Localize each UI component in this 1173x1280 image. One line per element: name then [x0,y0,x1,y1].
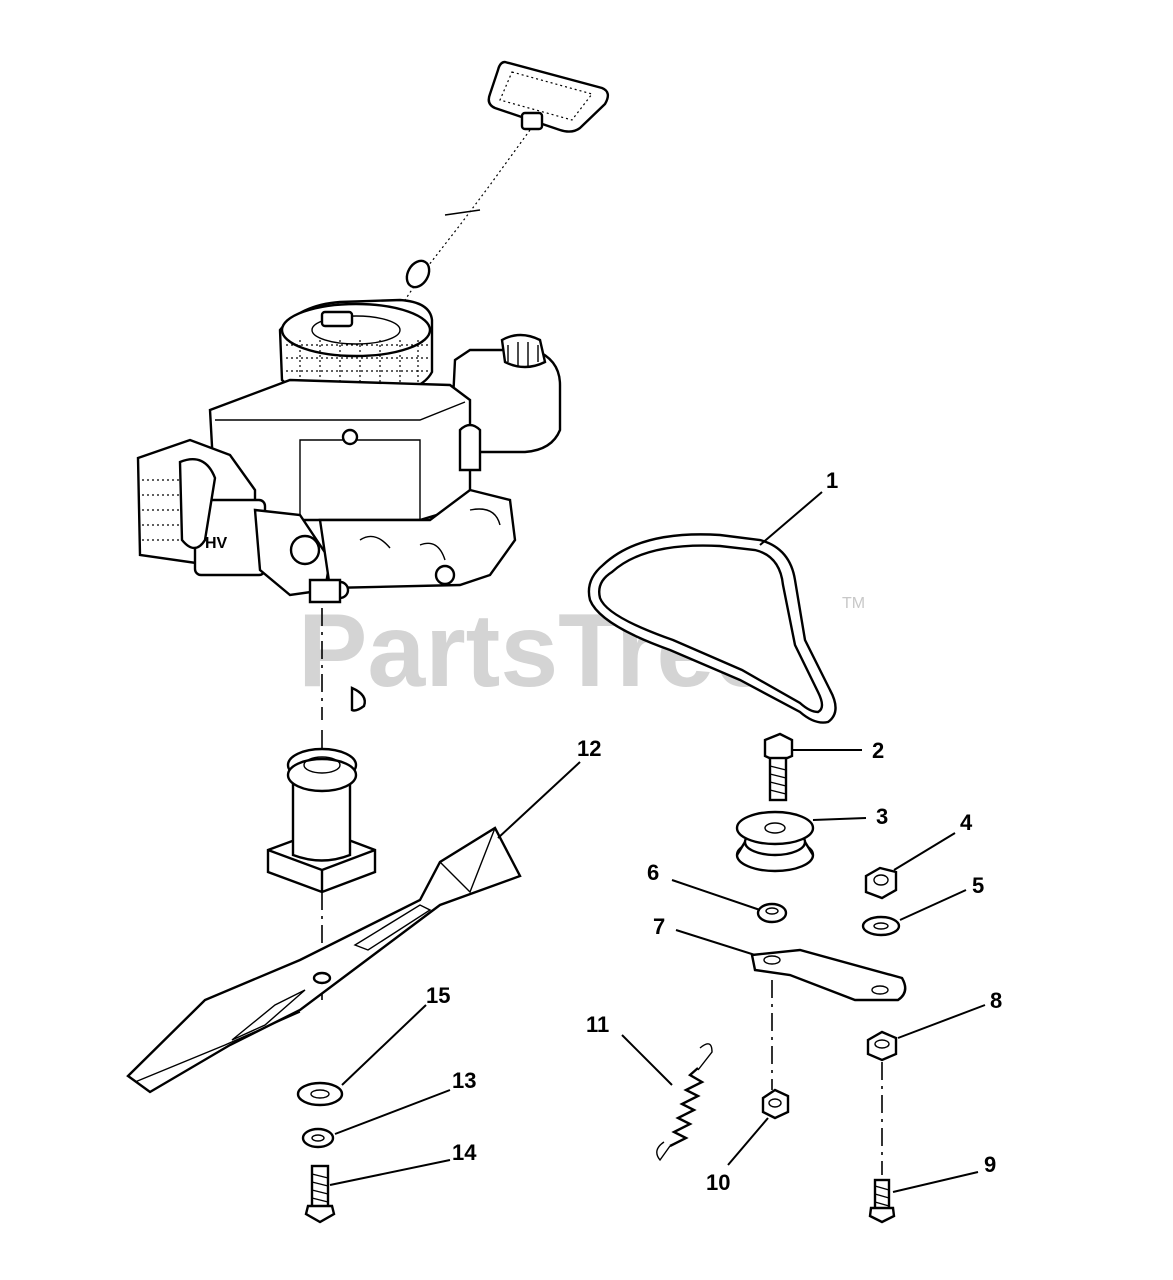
callout-12: 12 [577,736,601,761]
washer-15 [296,1081,344,1107]
callout-9: 9 [984,1152,996,1177]
dipstick-oring [405,259,431,289]
callout-13: 13 [452,1068,476,1093]
drive-belt [587,533,837,724]
idler-pulley-3 [735,810,815,873]
callout-1: 1 [826,468,838,493]
dipstick-handle [487,60,610,133]
lock-washer-13 [301,1127,335,1149]
svg-text:HV: HV [205,535,228,552]
nut-10 [761,1088,790,1120]
callout-11: 11 [586,1012,609,1037]
flange-nut-8 [866,1030,898,1062]
callout-10: 10 [706,1170,730,1195]
callout-3: 3 [876,804,888,829]
key [350,686,366,712]
callout-5: 5 [972,873,984,898]
callout-6: 6 [647,860,659,885]
nut-4 [864,866,898,900]
engine-assembly: HV [136,60,610,604]
bolt-9 [868,1178,896,1224]
callout-2: 2 [872,738,884,763]
trademark-mark: TM [842,595,865,612]
bolt-2 [763,732,794,802]
callout-14: 14 [452,1140,477,1165]
idler-arm-7 [750,948,907,1002]
blade-adapter [266,747,377,894]
washer-5 [861,915,901,937]
callout-15: 15 [426,983,450,1008]
callout-8: 8 [990,988,1002,1013]
mower-blade [126,826,522,1094]
callout-labels: 1 2 3 4 5 6 7 8 9 10 11 12 13 14 15 [426,468,1002,1195]
callout-4: 4 [960,810,973,835]
spring-11 [656,1043,713,1162]
spacer-6 [756,902,788,924]
leader-lines [329,491,986,1193]
callout-7: 7 [653,914,665,939]
bolt-14 [304,1164,336,1224]
engine-body: HV [136,298,562,604]
